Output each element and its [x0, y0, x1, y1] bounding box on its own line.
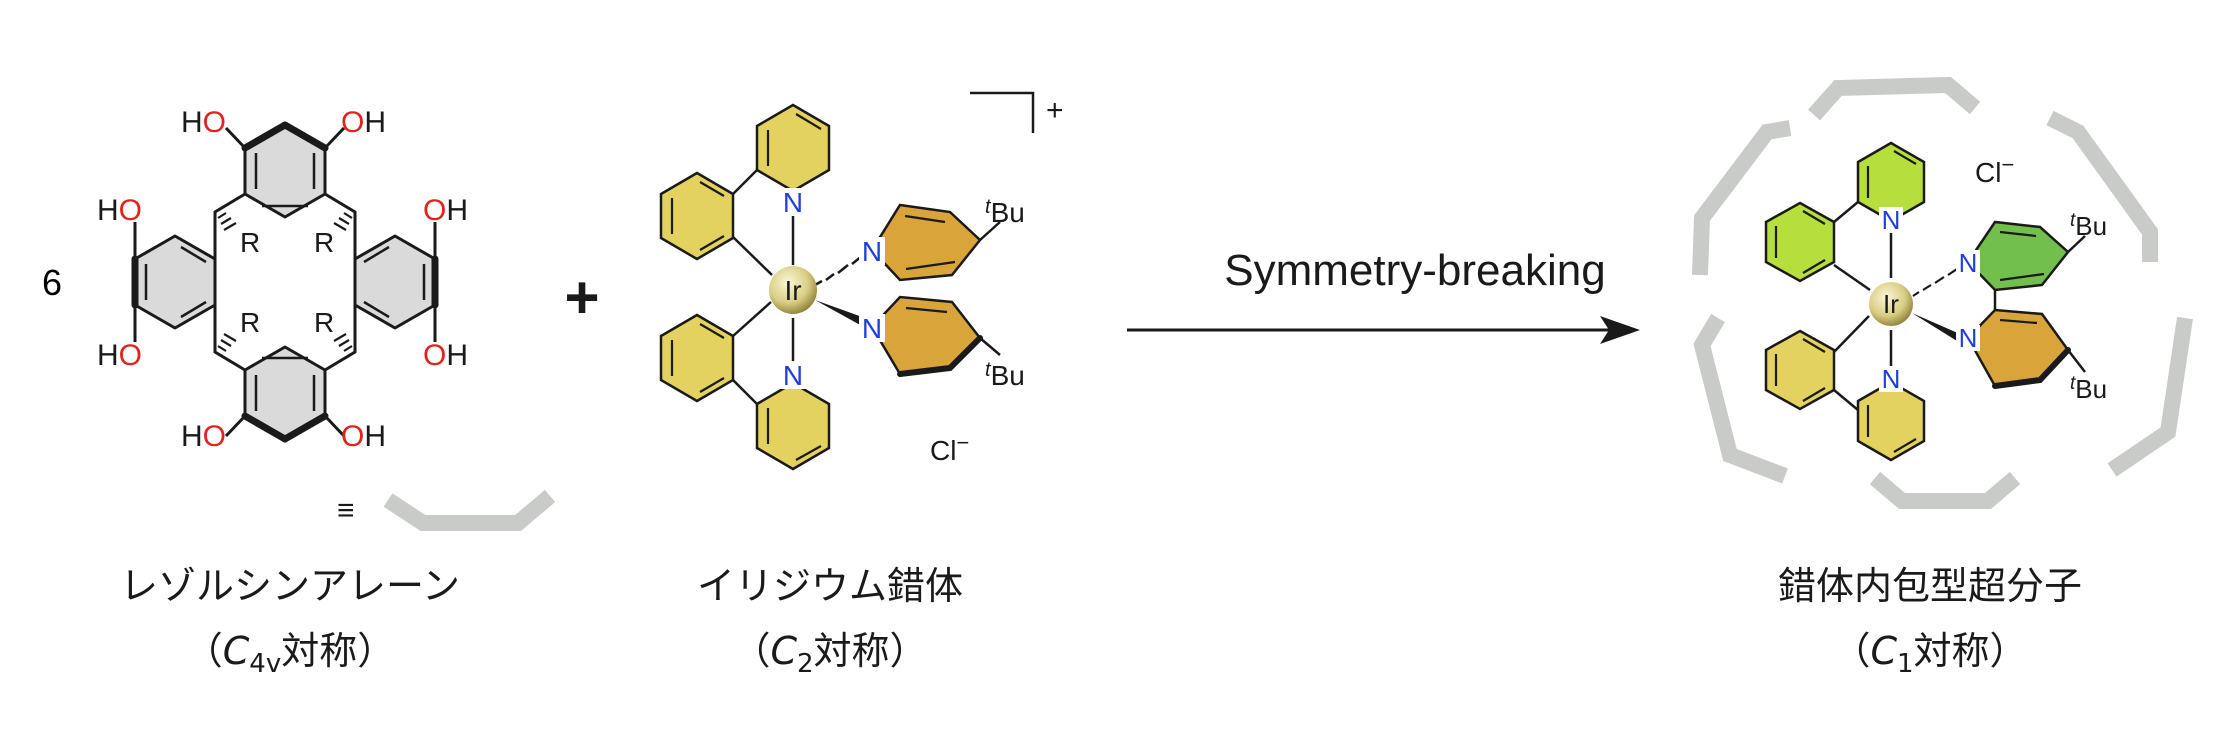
- capsule-fragment: [1693, 313, 1788, 484]
- hydroxy-label: OH: [423, 339, 468, 372]
- iridium-complex-name: イリジウム錯体: [697, 564, 963, 608]
- tbu-label: tBu: [2070, 373, 2107, 404]
- iridium-atom: [1869, 282, 1913, 326]
- r-label: R: [314, 307, 334, 338]
- iridium-atom: [769, 266, 817, 314]
- arrow-label: Symmetry-breaking: [1224, 246, 1605, 295]
- nitrogen-label: N: [1882, 364, 1901, 394]
- chloride-label: Cl−: [1975, 152, 2014, 188]
- hydroxy-label: HO: [181, 420, 226, 453]
- capsule-fragment: [2046, 110, 2158, 262]
- hydroxy-label: OH: [341, 106, 386, 139]
- nitrogen-label: N: [1959, 248, 1978, 278]
- iridium-complex-symmetry: （C2対称）: [732, 629, 927, 679]
- tbu-label: tBu: [985, 359, 1025, 391]
- capsule-fragment: [1692, 120, 1792, 276]
- nitrogen-label: N: [1882, 205, 1901, 235]
- nitrogen-label: N: [862, 236, 882, 267]
- reaction-arrow-head: [1600, 316, 1640, 344]
- plus-sign: +: [564, 264, 599, 331]
- product-symmetry: （C1対称）: [1832, 629, 2027, 679]
- iridium-complex-structure: +: [659, 91, 1064, 471]
- supramolecular-product-structure: tBu tBu N N N N Ir Cl−: [1692, 76, 2193, 509]
- tbu-label: tBu: [985, 196, 1025, 228]
- iridium-label: Ir: [784, 275, 801, 306]
- chloride-label: Cl−: [930, 430, 969, 466]
- tbu-label: tBu: [2070, 210, 2107, 241]
- bowl-shape: [383, 489, 556, 531]
- nitrogen-label: N: [862, 313, 882, 344]
- equivalence-symbol: ≡: [337, 494, 355, 527]
- resorcinarene-name: レゾルシンアレーン: [120, 564, 460, 608]
- hydroxy-label: HO: [181, 106, 226, 139]
- product-name: 錯体内包型超分子: [1778, 564, 2082, 608]
- r-label: R: [314, 227, 334, 258]
- hydroxy-label: HO: [97, 339, 142, 372]
- nitrogen-label: N: [783, 187, 803, 218]
- hydroxy-label: OH: [341, 420, 386, 453]
- nitrogen-label: N: [1959, 323, 1978, 353]
- resorcinarene-structure: 6: [42, 106, 556, 531]
- iridium-label: Ir: [1883, 289, 1899, 319]
- coefficient-label: 6: [42, 262, 62, 303]
- resorcinarene-symmetry: （C4v対称）: [185, 629, 396, 679]
- r-label: R: [240, 307, 260, 338]
- nitrogen-label: N: [783, 360, 803, 391]
- capsule-fragment: [1869, 471, 2021, 509]
- capsule-fragment: [2107, 316, 2193, 477]
- r-label: R: [240, 227, 260, 258]
- hydroxy-label: HO: [97, 194, 142, 227]
- capsule-fragment: [1808, 76, 1981, 121]
- hydroxy-label: OH: [423, 194, 468, 227]
- charge-label: +: [1046, 94, 1064, 127]
